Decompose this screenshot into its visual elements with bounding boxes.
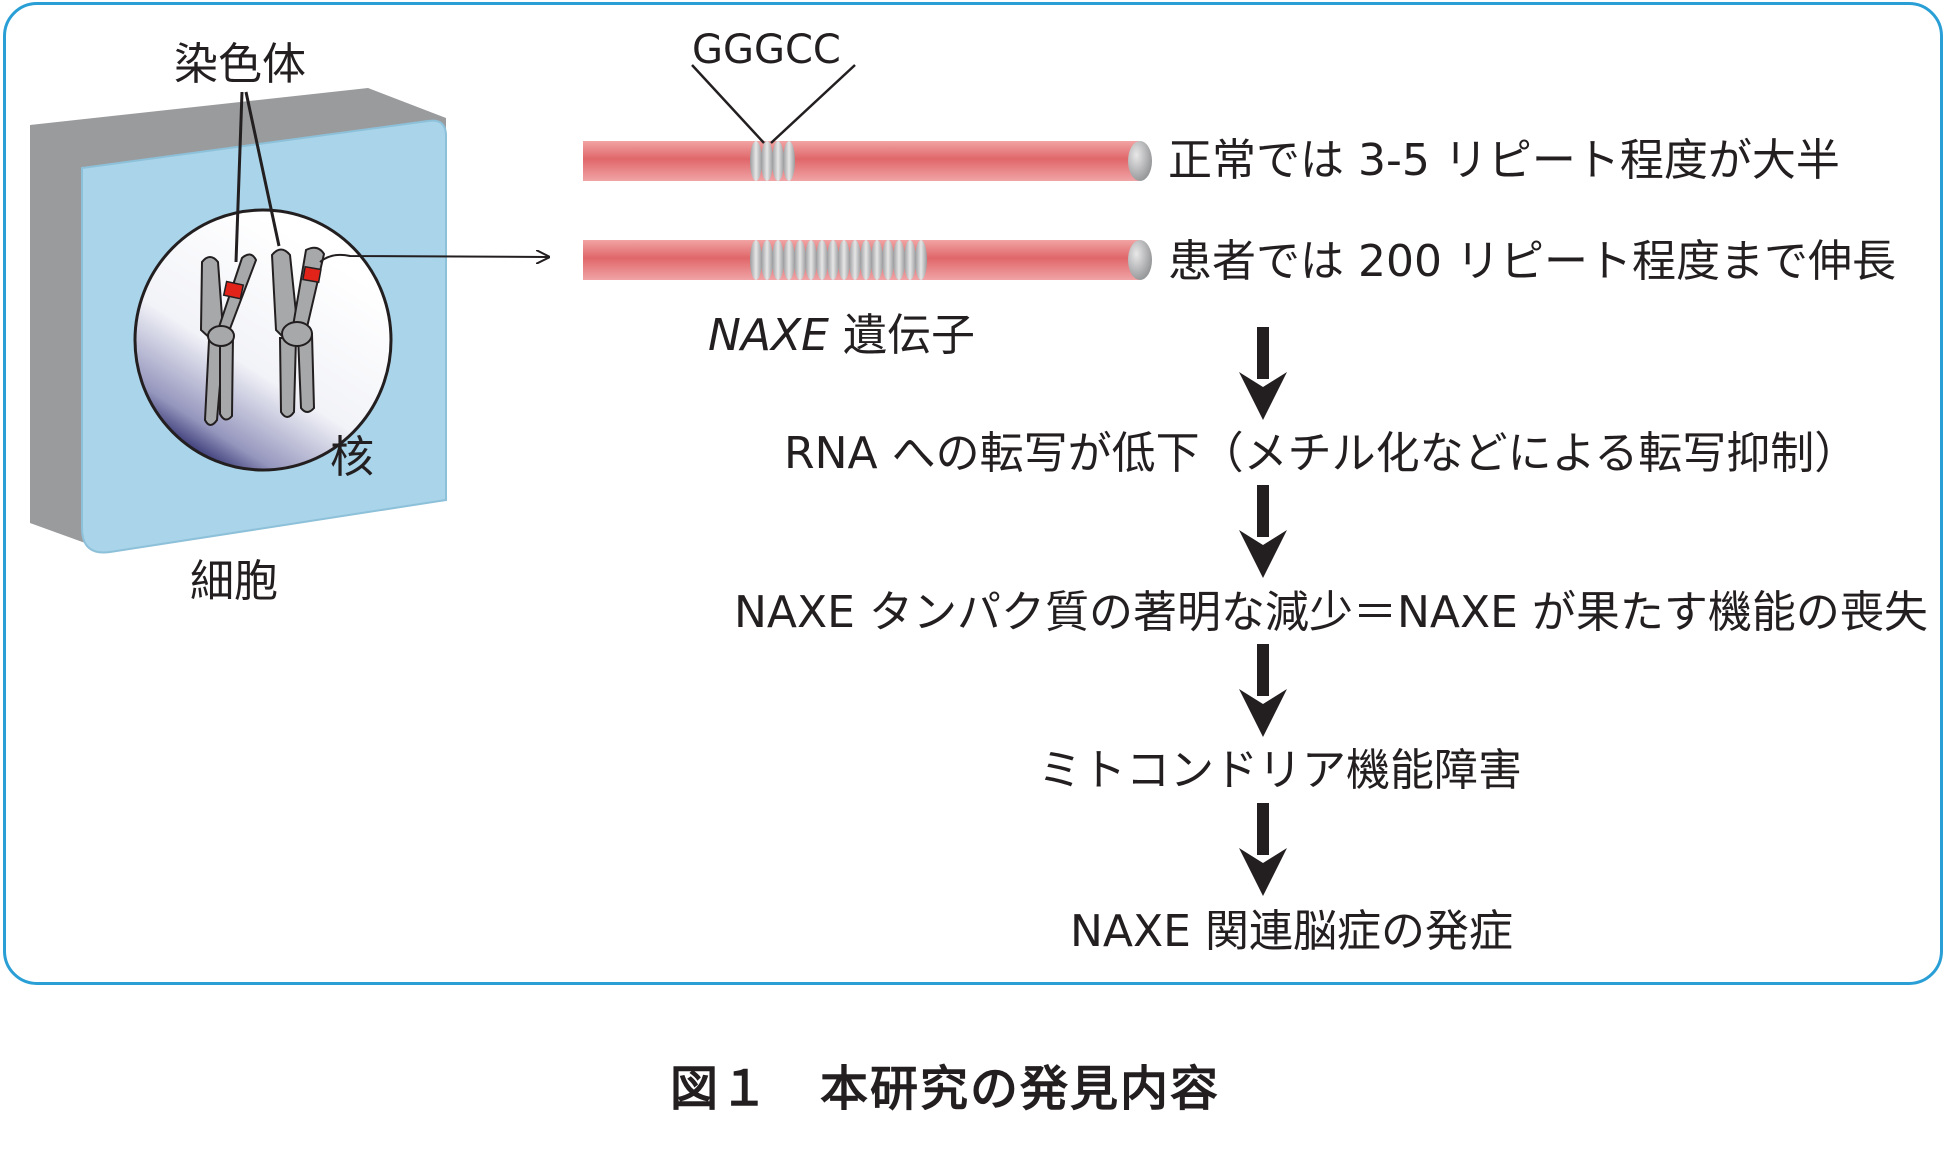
chromosome-label: 染色体 xyxy=(174,39,306,90)
figure-caption: 図１ 本研究の発見内容 xyxy=(670,1061,1221,1117)
repeat-band xyxy=(882,240,894,280)
repeat-band xyxy=(893,240,905,280)
diagram-frame xyxy=(3,2,1943,985)
flow-step-4: NAXE 関連脳症の発症 xyxy=(1070,906,1513,957)
flow-step-1: RNA への転写が低下（メチル化などによる転写抑制） xyxy=(784,428,1859,479)
flow-arrow-3 xyxy=(1239,644,1287,737)
flow-arrow-4 xyxy=(1239,803,1287,896)
nucleus-label: 核 xyxy=(330,432,374,483)
repeat-band xyxy=(761,240,773,280)
gene-name: NAXE xyxy=(708,310,829,361)
zoom-arrow xyxy=(319,255,548,262)
normal-repeat-text: 正常では 3-5 リピート程度が大半 xyxy=(1168,135,1840,186)
repeat-band xyxy=(904,240,916,280)
chromosome-leader-right xyxy=(244,91,281,247)
gene-suffix: 遺伝子 xyxy=(842,310,975,361)
repeat-band xyxy=(838,240,850,280)
repeat-band xyxy=(871,240,883,280)
repeat-band xyxy=(772,141,784,181)
repeat-band xyxy=(794,240,806,280)
chromosome-right xyxy=(270,246,326,418)
repeat-band xyxy=(827,240,839,280)
repeat-band xyxy=(805,240,817,280)
repeat-band xyxy=(849,240,861,280)
repeat-band xyxy=(750,141,762,181)
repeat-band xyxy=(860,240,872,280)
flow-arrow-2 xyxy=(1239,485,1287,578)
gene-bars xyxy=(583,64,1152,280)
repeat-band xyxy=(750,240,762,280)
chromosome-leader-left xyxy=(234,91,244,263)
patient-repeat-bands xyxy=(750,240,927,280)
normal-gene-bar xyxy=(583,141,1152,181)
flow-arrow-1 xyxy=(1239,327,1287,420)
repeat-unit-leader-right xyxy=(770,64,856,144)
flow-arrows xyxy=(1239,327,1287,896)
repeat-band xyxy=(783,141,795,181)
flow-step-2: NAXE タンパク質の著明な減少＝NAXE が果たす機能の喪失 xyxy=(734,587,1928,638)
repeat-band xyxy=(783,240,795,280)
flow-step-3: ミトコンドリア機能障害 xyxy=(1038,745,1522,796)
normal-repeat-bands xyxy=(750,141,795,181)
repeat-band xyxy=(915,240,927,280)
patient-gene-bar xyxy=(583,240,1152,280)
repeat-band xyxy=(761,141,773,181)
repeat-unit-leader-left xyxy=(691,64,765,144)
gene-name-label: NAXE 遺伝子 xyxy=(708,314,975,358)
nucleus xyxy=(133,208,393,472)
cell-diagram xyxy=(30,88,548,554)
chromosome-left xyxy=(199,253,258,426)
patient-repeat-text: 患者では 200 リピート程度まで伸長 xyxy=(1168,236,1896,287)
repeat-band xyxy=(816,240,828,280)
cell-label: 細胞 xyxy=(190,556,278,607)
repeat-marker-left xyxy=(222,280,245,300)
repeat-band xyxy=(772,240,784,280)
repeat-marker-right xyxy=(302,265,322,284)
repeat-unit-label: GGGCC xyxy=(692,27,841,73)
